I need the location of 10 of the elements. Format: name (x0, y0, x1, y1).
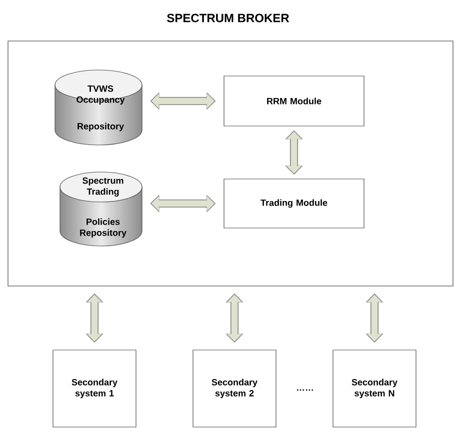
module-box: RRM Module (224, 76, 364, 126)
system-box: Secondary system 2 (192, 350, 276, 428)
node-label: SPECTRUM BROKER (167, 14, 290, 22)
module-box: Trading Module (224, 178, 364, 228)
node-label: Spectrum (82, 177, 124, 186)
database-cylinder: Spectrum Trading Policies Repository (60, 172, 142, 246)
database-cylinder: TVWS Occupancy Repository (54, 70, 142, 146)
system-box: Secondary system N (332, 350, 416, 428)
ellipsis: …… (297, 389, 313, 391)
system-box: Secondary system 1 (52, 350, 136, 428)
